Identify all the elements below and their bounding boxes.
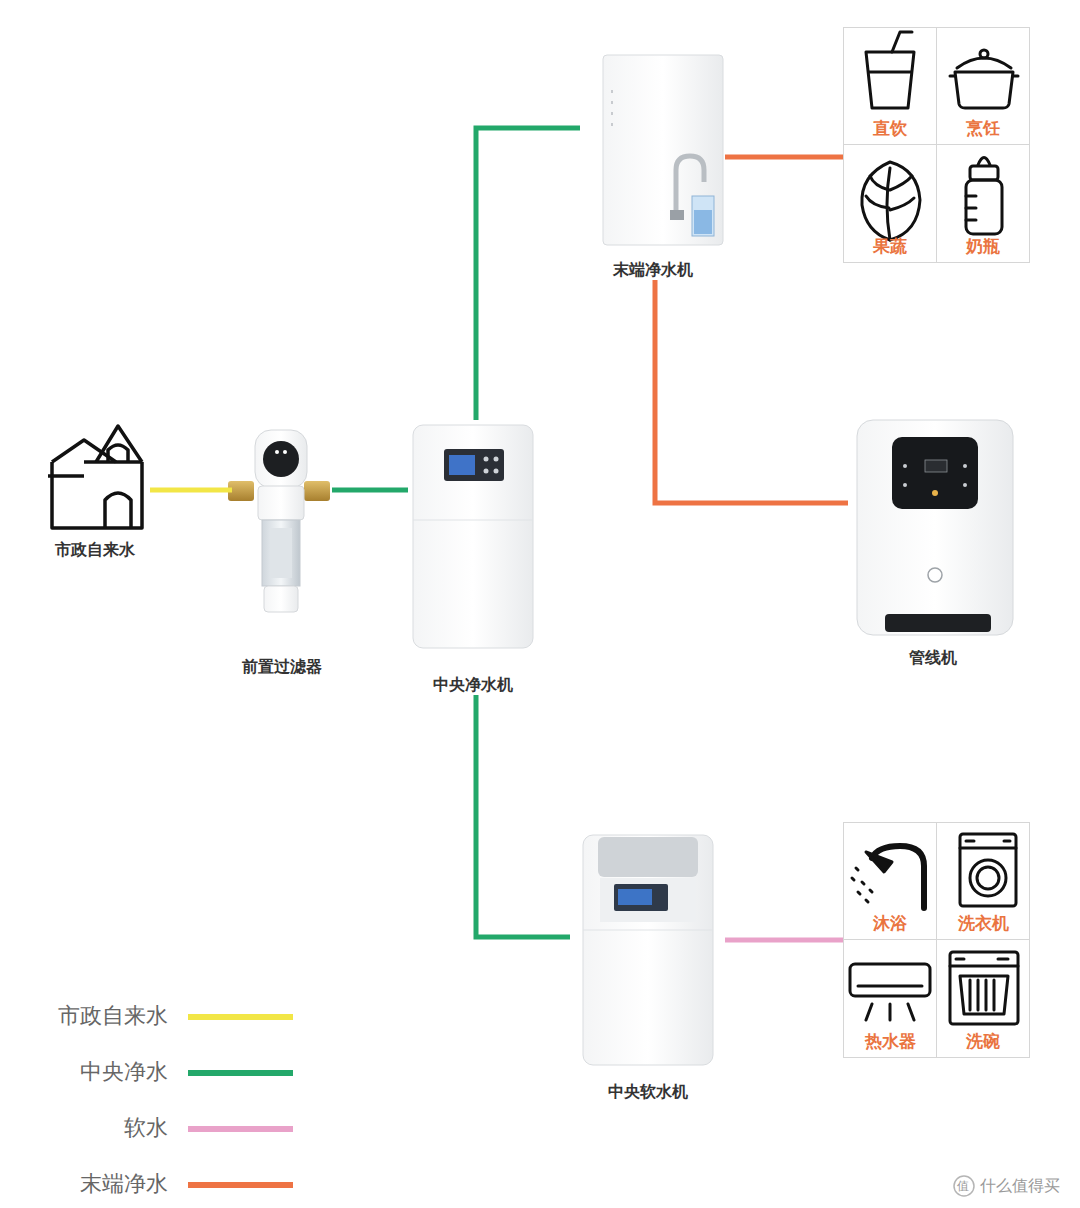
use-grid: 沐浴洗衣机热水器洗碗 — [843, 822, 1030, 1058]
device-label: 中央净水机 — [408, 675, 538, 695]
use-grid: 直饮烹饪果蔬奶瓶 — [843, 27, 1030, 263]
pipe-connector — [476, 128, 580, 420]
device-label: 前置过滤器 — [232, 657, 332, 677]
device-label: 中央软水机 — [570, 1082, 725, 1102]
central-purifier-image — [413, 425, 533, 648]
use-cell: 直饮 — [844, 28, 937, 145]
pipe-connector — [655, 280, 848, 503]
use-cell: 沐浴 — [844, 823, 937, 940]
watermark-badge-text: 值 — [957, 1176, 969, 1196]
use-label: 沐浴 — [844, 912, 936, 934]
legend-text: 市政自来水 — [18, 1002, 168, 1030]
pipe-connector — [150, 488, 232, 493]
softener-image — [583, 835, 713, 1065]
legend-text: 中央净水 — [18, 1058, 168, 1086]
legend-text: 末端净水 — [18, 1170, 168, 1198]
device-label: 管线机 — [848, 648, 1018, 668]
central-purifier-node: 中央净水机 — [408, 420, 538, 695]
use-label: 奶瓶 — [937, 235, 1029, 257]
pipeline-machine-image — [857, 420, 1013, 635]
legend-swatch — [188, 1014, 293, 1020]
pipe-connector — [476, 695, 570, 937]
use-cell: 果蔬 — [844, 145, 937, 262]
legend-swatch — [188, 1182, 293, 1188]
pipe-connector — [332, 488, 408, 493]
terminal-purifier-node: 末端净水机 — [580, 50, 725, 280]
legend-swatch — [188, 1126, 293, 1132]
terminal-purifier-image — [603, 55, 723, 245]
source-node: 市政自来水 — [40, 418, 150, 560]
use-label: 热水器 — [844, 1030, 936, 1052]
softener-node: 中央软水机 — [570, 830, 725, 1102]
use-label: 果蔬 — [844, 235, 936, 257]
house-icon — [48, 426, 142, 528]
legend-swatch — [188, 1070, 293, 1076]
use-cell: 烹饪 — [937, 28, 1029, 145]
use-label: 直饮 — [844, 117, 936, 139]
device-label: 末端净水机 — [580, 260, 725, 280]
use-label: 烹饪 — [937, 117, 1029, 139]
pre-filter-image — [228, 430, 330, 612]
use-label: 洗碗 — [937, 1030, 1029, 1052]
watermark-badge — [954, 1176, 974, 1196]
watermark: 什么值得买 — [980, 1176, 1060, 1196]
pipe-connector — [725, 155, 843, 160]
use-cell: 热水器 — [844, 940, 937, 1057]
use-cell: 奶瓶 — [937, 145, 1029, 262]
pre-filter-node: 前置过滤器 — [232, 425, 332, 677]
legend-text: 软水 — [18, 1114, 168, 1142]
pipeline-machine-node: 管线机 — [848, 418, 1018, 668]
pipe-connector — [725, 938, 843, 943]
device-label: 市政自来水 — [40, 540, 150, 560]
use-cell: 洗碗 — [937, 940, 1029, 1057]
use-cell: 洗衣机 — [937, 823, 1029, 940]
use-label: 洗衣机 — [937, 912, 1029, 934]
